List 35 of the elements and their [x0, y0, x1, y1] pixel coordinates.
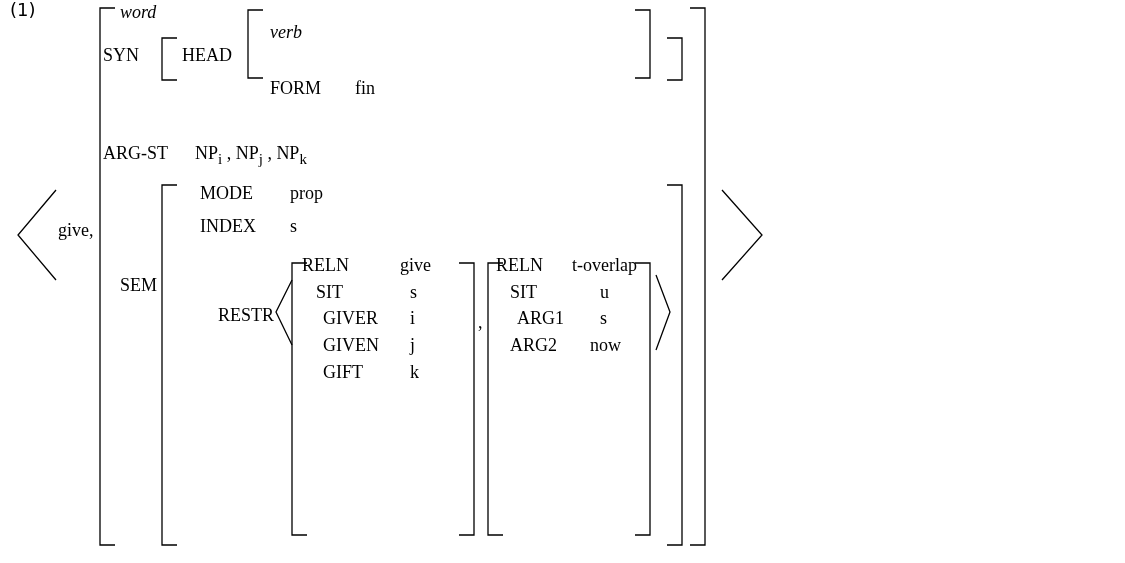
feature-name: FORM	[270, 77, 322, 99]
feature-name: SEM	[120, 274, 157, 296]
feature-value: u	[600, 281, 609, 303]
feature-value: give	[400, 254, 431, 276]
feature-value: fin	[355, 77, 375, 99]
feature-value: s	[410, 281, 417, 303]
example-number: (1)	[10, 0, 36, 21]
feature-value: NP$_{i}$ , NP$_{j}$ , NP$_{k}$	[195, 142, 307, 169]
feature-name: GIVEN	[323, 334, 379, 356]
word-form: give,	[58, 219, 94, 241]
feature-name: RESTR	[218, 304, 274, 326]
type-name: verb	[270, 21, 302, 43]
feature-name: ARG2	[510, 334, 557, 356]
separator-comma: ,	[478, 311, 483, 333]
feature-name: ARG-ST	[103, 142, 168, 164]
feature-value: prop	[290, 182, 323, 204]
feature-name: GIFT	[323, 361, 363, 383]
feature-value: i	[410, 307, 415, 329]
feature-name: GIVER	[323, 307, 378, 329]
feature-name: SIT	[316, 281, 343, 303]
feature-value: k	[410, 361, 419, 383]
feature-name: SYN	[103, 44, 139, 66]
feature-name: RELN	[302, 254, 349, 276]
feature-name: HEAD	[182, 44, 232, 66]
type-name: word	[120, 1, 157, 23]
feature-value: s	[600, 307, 607, 329]
feature-name: RELN	[496, 254, 543, 276]
feature-value: now	[590, 334, 621, 356]
feature-value: t-overlap	[572, 254, 637, 276]
feature-value: j	[410, 334, 415, 356]
feature-value: s	[290, 215, 297, 237]
feature-name: INDEX	[200, 215, 256, 237]
feature-name: SIT	[510, 281, 537, 303]
feature-name: ARG1	[517, 307, 564, 329]
feature-name: MODE	[200, 182, 253, 204]
